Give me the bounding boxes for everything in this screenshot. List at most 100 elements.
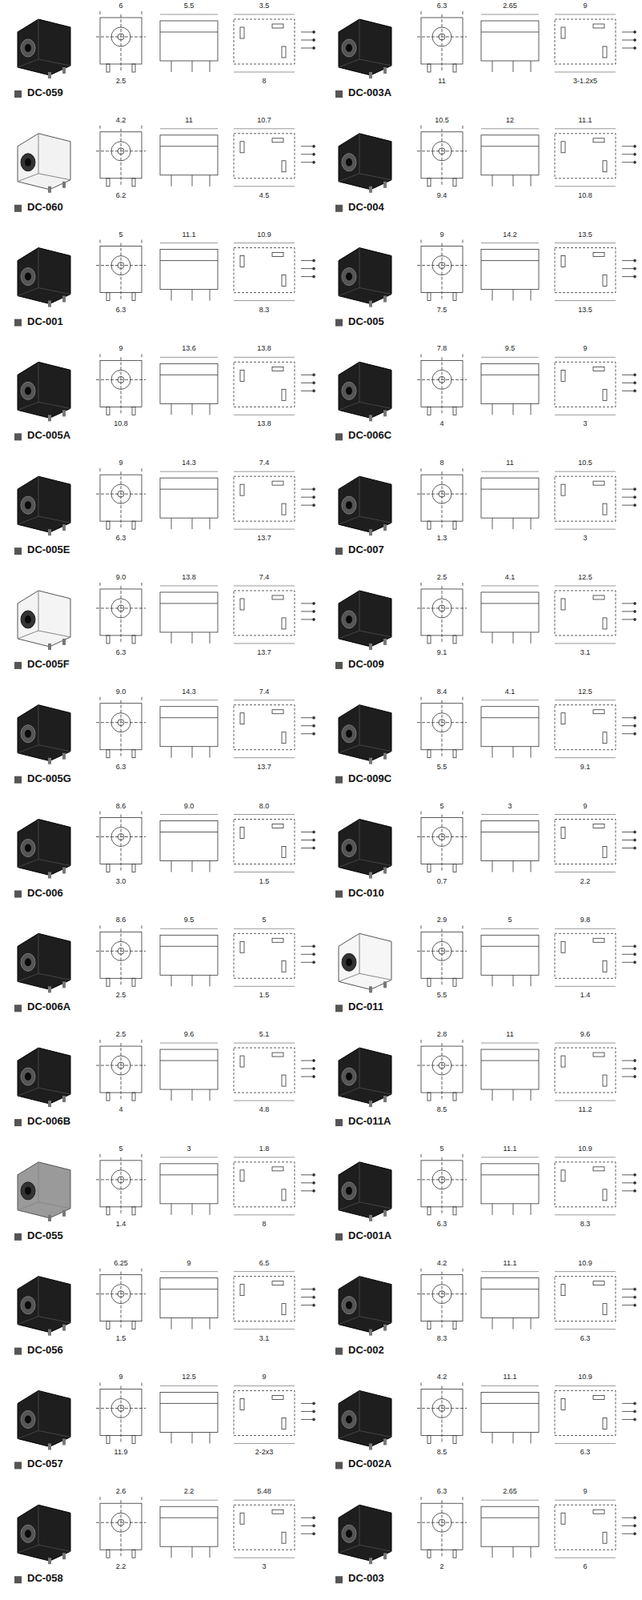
technical-drawing <box>96 125 316 187</box>
dimension-value: 5 <box>506 916 513 925</box>
part-number: DC-006B <box>27 1115 71 1128</box>
dimension-value: 8.5 <box>436 1106 449 1115</box>
technical-drawing <box>417 125 637 187</box>
dimension-value: 2.5 <box>115 1031 128 1040</box>
bullet-square <box>335 1348 343 1356</box>
part-number: DC-003A <box>348 87 392 99</box>
dimension-value: 8.6 <box>115 916 128 925</box>
product-cell <box>14 697 316 784</box>
technical-drawing <box>417 582 637 644</box>
part-number: DC-055 <box>27 1230 64 1242</box>
technical-drawing <box>417 925 637 987</box>
dimension-value: 8.5 <box>436 1448 449 1457</box>
product-photo <box>338 476 392 536</box>
dimension-value: 5.5 <box>436 763 449 772</box>
dimension-value: 9 <box>117 345 124 354</box>
dimension-value: 5 <box>438 802 445 811</box>
part-number: DC-009C <box>348 773 392 785</box>
product-cell <box>14 468 316 555</box>
dimension-value: 11 <box>505 1031 514 1040</box>
bullet-square <box>14 1576 22 1584</box>
dimension-value: 4.2 <box>436 1259 449 1268</box>
product-cell <box>335 1154 637 1241</box>
dimension-value: 4 <box>117 1106 124 1115</box>
bullet-square <box>14 890 22 899</box>
technical-drawing <box>417 811 637 873</box>
product-photo <box>17 1162 71 1222</box>
dimension-value: 9 <box>185 1259 192 1268</box>
dimension-value: 10.5 <box>577 459 594 468</box>
dimension-value: 9 <box>260 1373 267 1382</box>
bullet-square <box>14 319 22 327</box>
part-number: DC-060 <box>27 201 64 213</box>
dimension-value: 12.5 <box>577 688 594 697</box>
product-cell <box>335 11 637 98</box>
product-photo <box>17 476 71 536</box>
technical-drawing <box>96 1496 316 1558</box>
dimension-value: 1.8 <box>258 1145 271 1154</box>
product-photo <box>338 19 392 79</box>
part-number: DC-006 <box>27 887 64 899</box>
dimension-value: 9.8 <box>579 916 592 925</box>
product-photo <box>338 705 392 765</box>
dimension-value: 13.7 <box>256 534 273 543</box>
dimension-value: 14.2 <box>501 231 518 240</box>
dimension-value: 2.65 <box>501 2 518 11</box>
part-number: DC-003 <box>348 1572 385 1585</box>
product-photo <box>17 819 71 879</box>
dimension-value: 2.8 <box>436 1031 449 1040</box>
part-number: DC-001 <box>27 316 64 328</box>
dimension-value: 2.9 <box>436 916 449 925</box>
part-number: DC-001A <box>348 1230 392 1242</box>
product-cell <box>14 1496 316 1584</box>
bullet-square <box>14 1233 22 1241</box>
bullet-square <box>335 319 343 327</box>
product-photo <box>338 1047 392 1108</box>
dimension-value: 6.3 <box>115 763 128 772</box>
dimension-value: 7.8 <box>436 345 449 354</box>
product-cell <box>14 353 316 441</box>
dimension-value: 13.7 <box>256 763 273 772</box>
dimension-value: 14.3 <box>180 459 197 468</box>
dimension-value: 2 <box>438 1563 445 1572</box>
dimension-value: 2.2 <box>183 1488 196 1497</box>
dimension-value: 10.8 <box>112 420 129 429</box>
bullet-square <box>14 433 22 441</box>
part-number: DC-009 <box>348 658 385 671</box>
dimension-value: 3.1 <box>579 649 592 658</box>
dimension-value: 5 <box>260 916 267 925</box>
dimension-value: 9.6 <box>579 1031 592 1040</box>
part-number: DC-057 <box>27 1458 64 1470</box>
dimension-value: 5 <box>117 231 124 240</box>
technical-drawing <box>96 1039 316 1101</box>
product-photo <box>17 705 71 765</box>
dimension-value: 14.3 <box>180 688 197 697</box>
dimension-value: 13.8 <box>256 420 273 429</box>
product-photo <box>17 1276 71 1337</box>
dimension-value: 9.6 <box>183 1031 196 1040</box>
dimension-value: 3 <box>260 1563 267 1572</box>
product-cell <box>14 1154 316 1241</box>
dimension-value: 9.4 <box>436 192 449 201</box>
dimension-value: 0.7 <box>436 878 449 887</box>
dimension-value: 6.3 <box>436 1488 449 1497</box>
dimension-value: 2.2 <box>579 878 592 887</box>
dimension-value: 3 <box>581 420 588 429</box>
part-number: DC-002A <box>348 1458 392 1470</box>
product-photo <box>17 133 71 193</box>
dimension-value: 1.4 <box>579 991 592 1000</box>
dimension-value: 12 <box>505 116 515 125</box>
dimension-value: 11.1 <box>502 1373 518 1382</box>
part-number: DC-006C <box>348 429 392 442</box>
dimension-value: 10.8 <box>577 192 594 201</box>
bullet-square <box>14 1004 22 1012</box>
technical-drawing <box>96 240 316 301</box>
technical-drawing <box>96 353 316 415</box>
dimension-value: 6.2 <box>115 192 128 201</box>
technical-drawing <box>96 811 316 873</box>
dimension-value: 11.2 <box>577 1106 594 1115</box>
dimension-value: 1.5 <box>258 878 271 887</box>
part-number: DC-058 <box>27 1572 64 1585</box>
bullet-square <box>335 1461 343 1469</box>
product-cell <box>335 1496 637 1584</box>
